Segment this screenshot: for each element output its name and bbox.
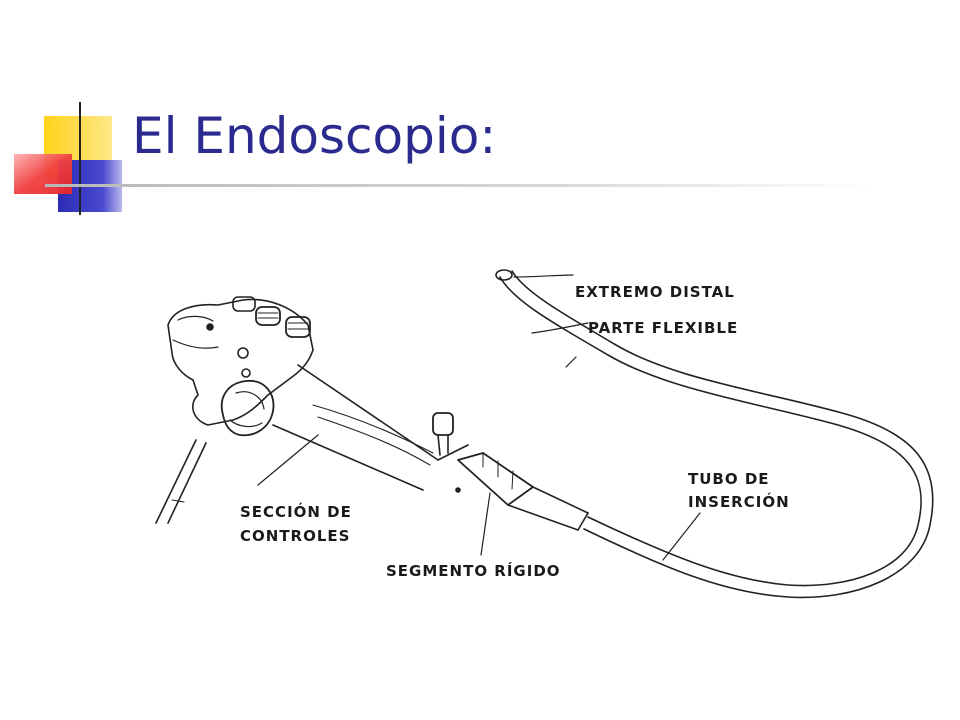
label-seccion-line1: SECCIÓN DE bbox=[240, 502, 352, 521]
label-seccion-line2: CONTROLES bbox=[240, 527, 350, 545]
label-extremo-distal: EXTREMO DISTAL bbox=[575, 283, 735, 301]
red-square bbox=[14, 154, 72, 194]
title-underline bbox=[45, 184, 875, 187]
leader-lines bbox=[257, 274, 701, 561]
corner-decoration bbox=[14, 102, 140, 215]
control-head bbox=[167, 296, 314, 437]
control-section-body bbox=[272, 364, 469, 491]
rigid-segment bbox=[455, 452, 589, 531]
endoscope-diagram: EXTREMO DISTAL PARTE FLEXIBLE TUBO DE IN… bbox=[155, 269, 934, 599]
insertion-tube bbox=[495, 269, 934, 599]
slide-title: El Endoscopio: bbox=[132, 107, 497, 165]
light-guide-cable bbox=[155, 439, 207, 524]
label-tubo-line2: INSERCIÓN bbox=[688, 492, 790, 511]
label-segmento-rigido: SEGMENTO RÍGIDO bbox=[386, 561, 561, 580]
label-tubo-line1: TUBO DE bbox=[688, 470, 770, 488]
label-parte-flexible: PARTE FLEXIBLE bbox=[588, 319, 738, 337]
